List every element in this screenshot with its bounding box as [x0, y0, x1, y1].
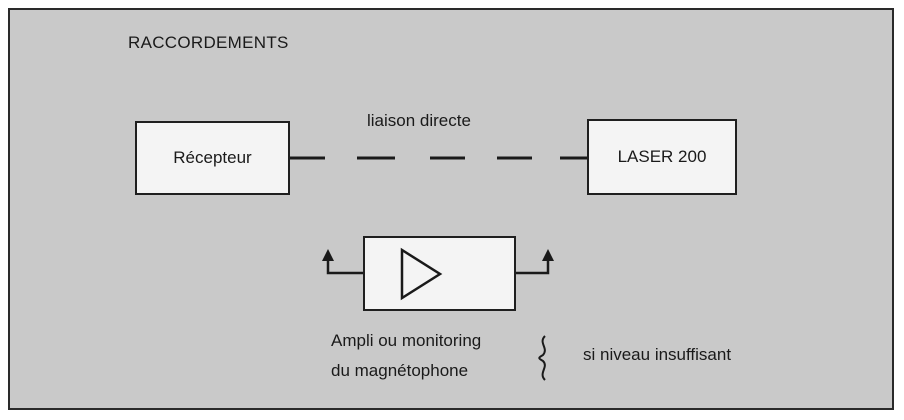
- laser-box: LASER 200: [587, 119, 737, 195]
- laser-label: LASER 200: [617, 147, 707, 166]
- condition-label: si niveau insuffisant: [583, 345, 732, 364]
- amplifier-label-line2: du magnétophone: [331, 361, 469, 380]
- recepteur-label: Récepteur: [173, 148, 252, 167]
- diagram-title: RACCORDEMENTS: [128, 33, 289, 52]
- amplifier-label-line1: Ampli ou monitoring: [331, 331, 482, 350]
- recepteur-box: Récepteur: [135, 121, 290, 195]
- direct-link-label: liaison directe: [367, 111, 471, 130]
- amplifier-box: [363, 236, 516, 311]
- diagram-panel: [8, 8, 894, 410]
